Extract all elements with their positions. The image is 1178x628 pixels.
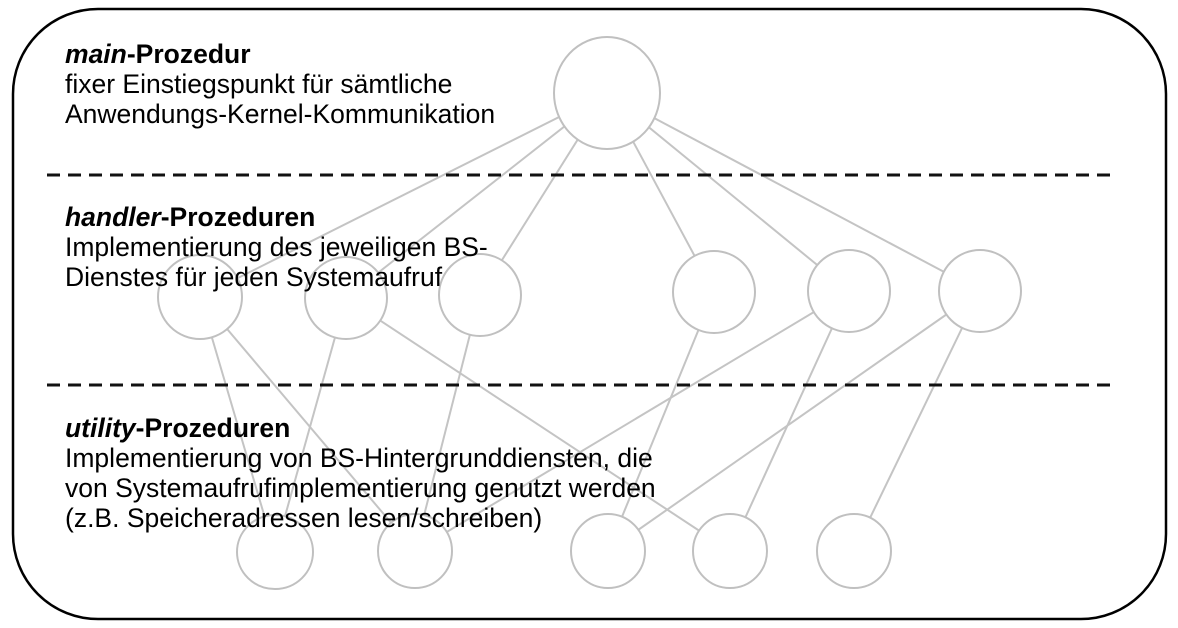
handler-layer-title: handler-Prozeduren [65, 202, 488, 232]
handler-layer-desc-line: Implementierung des jeweiligen BS- [65, 232, 488, 262]
main-layer-label: main-Prozedur fixer Einstiegspunkt für s… [65, 39, 495, 129]
main-layer-title-rest: -Prozedur [126, 39, 251, 69]
main-layer-desc-line: Anwendungs-Kernel-Kommunikation [65, 99, 496, 129]
main-layer-desc-line: fixer Einstiegspunkt für sämtliche [65, 69, 453, 99]
utility-layer-desc-line: (z.B. Speicheradressen lesen/schreiben) [65, 503, 543, 533]
edge-h6-u5 [853, 290, 981, 552]
edge-h6-u3 [607, 290, 981, 552]
node-main-main-procedure [553, 36, 661, 150]
utility-layer-title: utility-Prozeduren [65, 413, 656, 443]
utility-layer-title-italic: utility [65, 413, 136, 443]
edge-h5-u4 [729, 290, 850, 552]
outer-border [11, 7, 1168, 621]
main-layer-title: main-Prozedur [65, 39, 495, 69]
edge-h5-u2 [414, 290, 850, 552]
handler-layer-title-italic: handler [65, 202, 161, 232]
edge-h4-u3 [607, 291, 715, 552]
node-h3-handler-procedure [438, 253, 522, 337]
edge-main-h2 [345, 92, 608, 299]
utility-layer-desc-line: Implementierung von BS-Hintergrunddienst… [65, 443, 653, 473]
edge-main-h1 [199, 92, 608, 298]
handler-layer-title-rest: -Prozeduren [160, 202, 316, 232]
edge-h1-u1 [199, 296, 276, 553]
node-u4-utility-procedure [692, 513, 768, 589]
node-h2-handler-procedure [304, 256, 388, 340]
utility-layer-desc-line: von Systemaufrufimplementierung genutzt … [65, 473, 656, 503]
edge-main-h6 [606, 92, 981, 292]
node-h1-handler-procedure [157, 254, 243, 340]
node-h5-handler-procedure [807, 249, 891, 333]
utility-layer-title-rest: -Prozeduren [135, 413, 291, 443]
node-u5-utility-procedure [816, 513, 892, 589]
node-h6-handler-procedure [938, 249, 1022, 333]
edge-h3-u2 [414, 294, 481, 552]
node-u3-utility-procedure [570, 513, 646, 589]
node-u1-utility-procedure [236, 514, 314, 590]
handler-layer-desc-line: Dienstes für jeden Systemaufruf [65, 262, 443, 292]
edge-h1-u2 [199, 296, 416, 552]
edge-h2-u4 [345, 297, 731, 552]
main-layer-title-italic: main [65, 39, 127, 69]
handler-layer-label: handler-Prozeduren Implementierung des j… [65, 202, 488, 292]
node-u2-utility-procedure [377, 513, 453, 589]
node-h4-handler-procedure [672, 250, 756, 334]
utility-layer-label: utility-Prozeduren Implementierung von B… [65, 413, 656, 533]
edge-h2-u1 [274, 297, 347, 553]
